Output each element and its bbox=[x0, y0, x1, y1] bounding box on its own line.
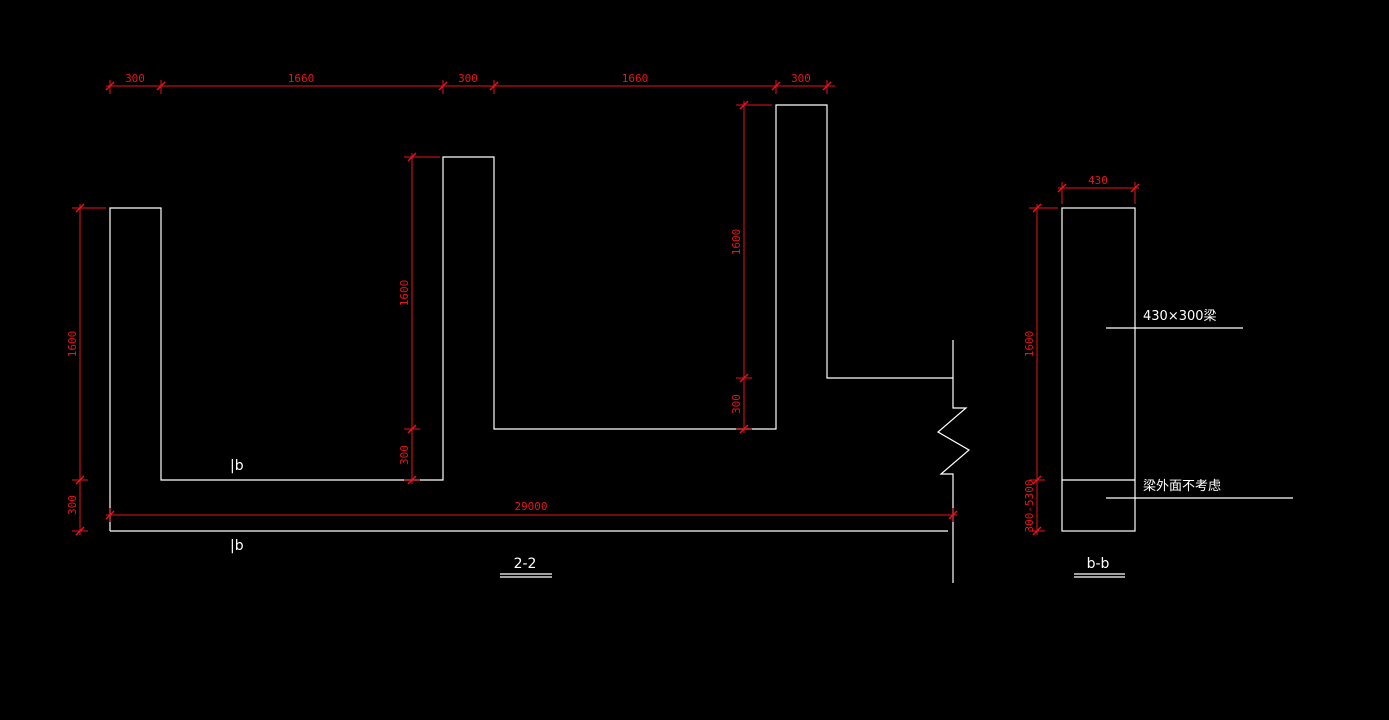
section-2-2-profile bbox=[109, 104, 953, 531]
dim-right-base-300: 300 bbox=[730, 394, 743, 414]
beam-note: 430×300梁 bbox=[1143, 309, 1217, 324]
section-b-b-rect bbox=[1061, 207, 1136, 532]
dim-top-300-c: 300 bbox=[791, 72, 811, 85]
dim-mid-base-300: 300 bbox=[398, 445, 411, 465]
dim-top-300-a: 300 bbox=[125, 72, 145, 85]
cut-marker-top: |b bbox=[230, 458, 244, 474]
dim-total-29000: 29000 bbox=[514, 500, 547, 513]
middle-vertical-dimension bbox=[404, 152, 440, 485]
total-length-dimension bbox=[105, 508, 958, 522]
dim-bb-base-300-5300: 300-5300 bbox=[1023, 480, 1036, 533]
dim-bb-width-430: 430 bbox=[1088, 174, 1108, 187]
ignore-note: 梁外面不考虑 bbox=[1143, 479, 1221, 494]
section-b-b-vertical-dimension bbox=[1029, 203, 1058, 536]
dim-mid-wall-1600: 1600 bbox=[398, 280, 411, 307]
dim-left-base-300: 300 bbox=[66, 495, 79, 515]
dim-bb-height-1600: 1600 bbox=[1023, 331, 1036, 358]
section-b-b-top-dimension bbox=[1057, 182, 1140, 204]
dim-top-1660-a: 1660 bbox=[288, 72, 315, 85]
section-b-b-outline bbox=[1061, 207, 1136, 532]
section-b-b-title: b-b bbox=[1087, 556, 1110, 572]
dim-left-wall-1600: 1600 bbox=[66, 331, 79, 358]
section-2-2-outline bbox=[109, 104, 971, 583]
top-dimension-chain bbox=[105, 80, 835, 94]
section-2-2-title: 2-2 bbox=[514, 556, 537, 572]
cut-marker-bottom: |b bbox=[230, 538, 244, 554]
break-line bbox=[936, 340, 971, 583]
left-vertical-dimension bbox=[72, 203, 106, 536]
dim-top-1660-b: 1660 bbox=[622, 72, 649, 85]
right-vertical-dimension bbox=[736, 100, 772, 434]
dim-right-wall-1600: 1600 bbox=[730, 229, 743, 256]
dim-top-300-b: 300 bbox=[458, 72, 478, 85]
